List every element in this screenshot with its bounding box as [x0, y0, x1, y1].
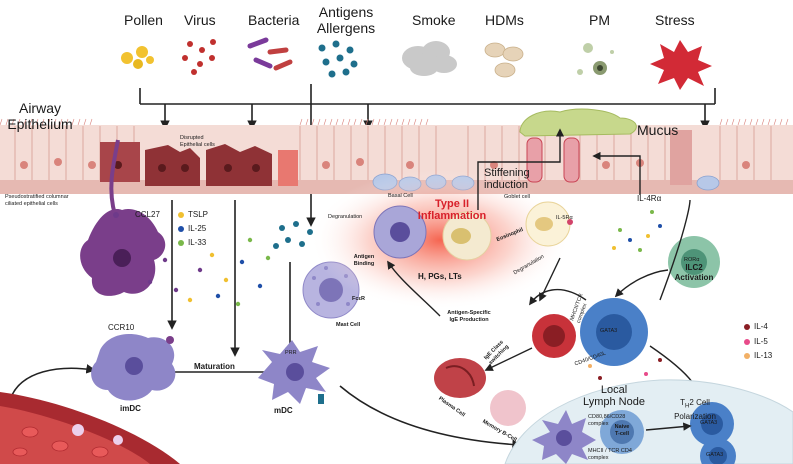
inflammation-glow [310, 170, 570, 310]
goblet-cells [526, 130, 692, 185]
smoke-icon [402, 41, 457, 76]
tslp-label: TSLP [188, 210, 209, 219]
prr-label: PRR [285, 350, 297, 356]
disrupted-epithelial-cells [100, 142, 298, 186]
il4-label: IL-4 [754, 322, 768, 331]
antigen-presenting-cell [532, 314, 576, 358]
mdc-cell [258, 340, 330, 404]
goblet-cell-label: Goblet cell [504, 194, 530, 200]
allergen-dots-icon [318, 40, 358, 78]
il4ra-label: IL-4Rα [637, 194, 662, 203]
mast-cell-label: Mast Cell [336, 322, 361, 328]
rora-label: RORα [684, 257, 700, 263]
il5-label: IL-5 [754, 337, 768, 346]
particulate-matter-icon [577, 43, 614, 75]
cytokine-dots [113, 212, 271, 307]
basal-cell-label: Basal Cell [388, 193, 413, 199]
maturation-label: Maturation [194, 362, 235, 371]
mdc-label: mDC [274, 406, 293, 415]
il5ra-label: IL-5Rα [556, 215, 573, 221]
imdc-cell [91, 334, 176, 401]
plasma-cell [434, 358, 486, 398]
smoke-label: Smoke [412, 12, 456, 28]
trigger-arrows [139, 84, 716, 227]
il25-label: IL-25 [188, 224, 207, 233]
ccr10-label: CCR10 [108, 323, 135, 332]
blood-vessel [0, 392, 180, 464]
virus-label: Virus [184, 12, 216, 28]
epithelial-dendritic-cell [80, 139, 166, 296]
stress-icon [650, 40, 712, 90]
lymph-dendritic-cell [532, 410, 596, 464]
bacteria-label: Bacteria [248, 12, 300, 28]
dust-mite-icon [484, 42, 524, 78]
degranulating-mast-cell [373, 205, 427, 259]
cell-interaction-arrows [387, 199, 701, 422]
bacteria-icon [247, 37, 293, 71]
eosinophil-cell [442, 211, 492, 261]
pollen-icon [121, 46, 154, 69]
antigen-dots [273, 221, 313, 249]
ccl27-label: CCL27 [135, 210, 160, 219]
stiffening-arrows [477, 128, 641, 210]
eosinophil-cell-activated [525, 201, 573, 247]
il33-label: IL-33 [188, 238, 207, 247]
ilc2-cell [668, 236, 720, 288]
mucus-label: Mucus [637, 122, 679, 138]
mediators-label: H, PGs, LTs [418, 272, 462, 281]
stress-label: Stress [655, 12, 695, 28]
il13-label: IL-13 [754, 351, 773, 360]
gata3-label-a: GATA3 [600, 328, 618, 334]
hdms-label: HDMs [485, 12, 524, 28]
mucus-layer [519, 108, 637, 137]
virus-icon [182, 39, 216, 75]
memory-b-cell [490, 390, 526, 426]
gata3-label-c: GATA3 [706, 452, 724, 458]
pollen-label: Pollen [124, 12, 163, 28]
fcer-label: FcεR [352, 296, 366, 302]
degranulation-label-1: Degranulation [328, 214, 363, 220]
imdc-label: imDC [120, 404, 141, 413]
lymph-node [504, 379, 793, 464]
pm-label: PM [589, 12, 610, 28]
th2-cell [580, 298, 648, 366]
gata3-label-b: GATA3 [700, 420, 718, 426]
